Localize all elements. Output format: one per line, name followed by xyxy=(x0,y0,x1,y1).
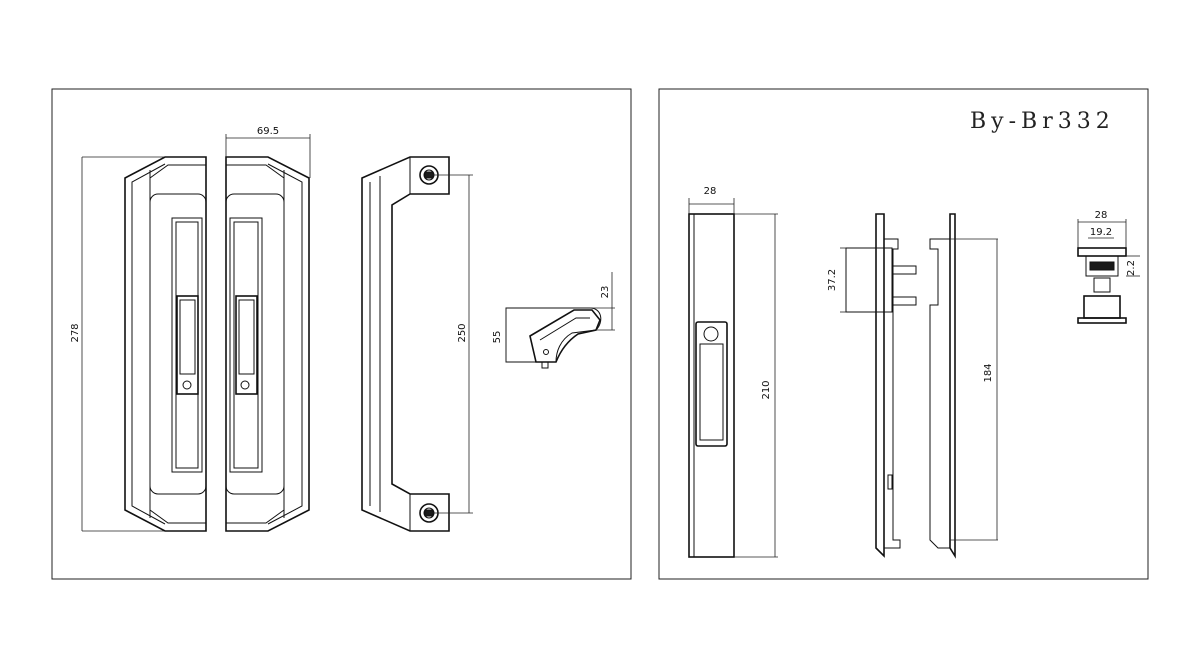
dim-label-69-5: 69.5 xyxy=(257,126,279,137)
dim-label-28-strike: 28 xyxy=(1095,210,1108,221)
model-label: By-Br332 xyxy=(970,109,1115,134)
dim-label-278: 278 xyxy=(70,323,81,342)
dim-label-19-2: 19.2 xyxy=(1090,227,1112,238)
dim-label-184: 184 xyxy=(983,363,994,382)
dim-label-28-latch: 28 xyxy=(704,186,717,197)
dim-label-250: 250 xyxy=(457,323,468,342)
side-handle-profile: 250 xyxy=(361,156,473,532)
strike-detail: 28 19.2 2.2 xyxy=(1077,210,1140,324)
keeper-side-view-2: 184 xyxy=(929,213,998,559)
latch-front-view: 28 210 xyxy=(688,186,778,558)
dim-label-55: 55 xyxy=(492,331,503,344)
dim-label-210: 210 xyxy=(761,380,772,399)
front-handle-right xyxy=(225,156,310,532)
dimension-handle-width: 69.5 xyxy=(225,126,311,178)
front-handle-left xyxy=(124,156,207,532)
dimension-overall-height: 278 xyxy=(70,156,165,532)
dim-label-23: 23 xyxy=(600,286,611,299)
bracket-detail: 55 23 xyxy=(492,272,615,369)
dim-label-37-2: 37.2 xyxy=(827,269,838,291)
dim-label-2-2: 2.2 xyxy=(1126,260,1137,276)
keeper-side-view: 37.2 xyxy=(827,213,917,558)
left-panel-frame xyxy=(51,88,632,580)
right-panel-frame xyxy=(658,88,1149,580)
